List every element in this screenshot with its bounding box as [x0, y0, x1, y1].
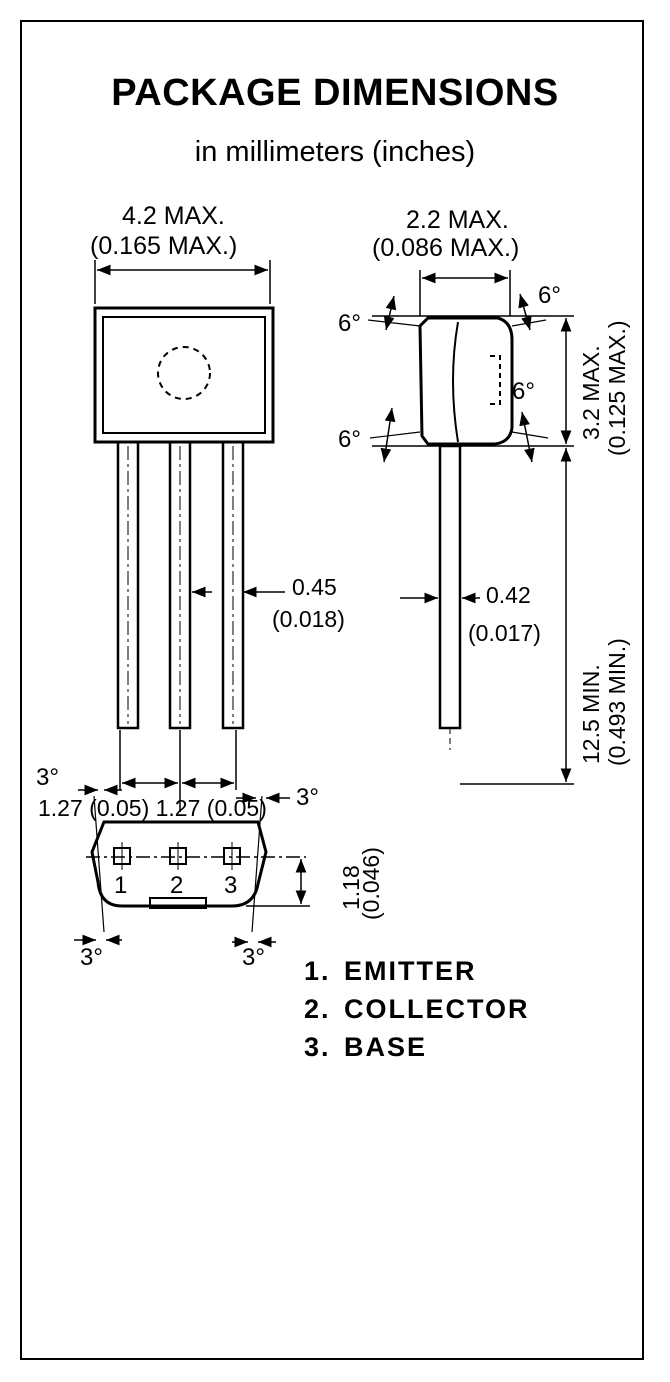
side-view [367, 270, 574, 785]
legend-item: 2. COLLECTOR [304, 996, 530, 1023]
legend-name: EMITTER [344, 956, 477, 986]
side-body [418, 316, 514, 446]
lead-length-in-label: (0.493 MIN.) [604, 638, 630, 766]
legend-name: BASE [344, 1032, 428, 1062]
depth-mm-label: 2.2 MAX. [406, 206, 509, 234]
bottom-height-in-label: (0.046) [358, 847, 384, 920]
angle-bottom-low-right: 3° [242, 944, 265, 971]
front-marker-circle [157, 346, 211, 400]
pin-3-label: 3 [224, 872, 238, 899]
pin-1-label: 1 [114, 872, 128, 899]
angle-lower-right: 6° [512, 378, 535, 405]
pitch-label: 1.27 (0.05) 1.27 (0.05) [38, 795, 267, 821]
lead-front-in-label: (0.018) [272, 606, 345, 632]
front-body [93, 306, 275, 444]
legend-item: 3. BASE [304, 1034, 427, 1061]
legend-number: 1. [304, 956, 331, 986]
height-in-label: (0.125 MAX.) [604, 320, 630, 457]
front-lead-1 [116, 440, 140, 730]
legend-name: COLLECTOR [344, 994, 530, 1024]
diagram-frame [20, 20, 644, 1360]
angle-bottom-low-left: 3° [80, 944, 103, 971]
angle-bottom-top-left: 3° [36, 764, 59, 791]
lead-side-in-label: (0.017) [468, 620, 541, 646]
page-title: PACKAGE DIMENSIONS [111, 72, 559, 114]
angle-upper-left: 6° [338, 310, 361, 337]
front-view [93, 260, 285, 812]
page-subtitle: in millimeters (inches) [194, 136, 476, 168]
width-in-label: (0.165 MAX.) [90, 232, 238, 260]
angle-bottom-top-right: 3° [296, 784, 319, 811]
angle-upper-right: 6° [538, 282, 561, 309]
legend-number: 2. [304, 994, 331, 1024]
lead-side-mm-label: 0.42 [486, 582, 531, 608]
width-mm-label: 4.2 MAX. [122, 202, 225, 230]
front-lead-2 [168, 440, 192, 730]
legend-number: 3. [304, 1032, 331, 1062]
front-lead-3 [221, 440, 245, 730]
lead-length-mm-label: 12.5 MIN. [578, 664, 604, 764]
angle-lower-left: 6° [338, 426, 361, 453]
height-mm-label: 3.2 MAX. [578, 345, 604, 440]
legend-item: 1. EMITTER [304, 958, 477, 985]
side-lead [438, 444, 462, 730]
lead-front-mm-label: 0.45 [292, 574, 337, 600]
pin-2-label: 2 [170, 872, 184, 899]
bottom-view [74, 784, 310, 948]
depth-in-label: (0.086 MAX.) [372, 234, 520, 262]
bottom-body [90, 820, 268, 908]
